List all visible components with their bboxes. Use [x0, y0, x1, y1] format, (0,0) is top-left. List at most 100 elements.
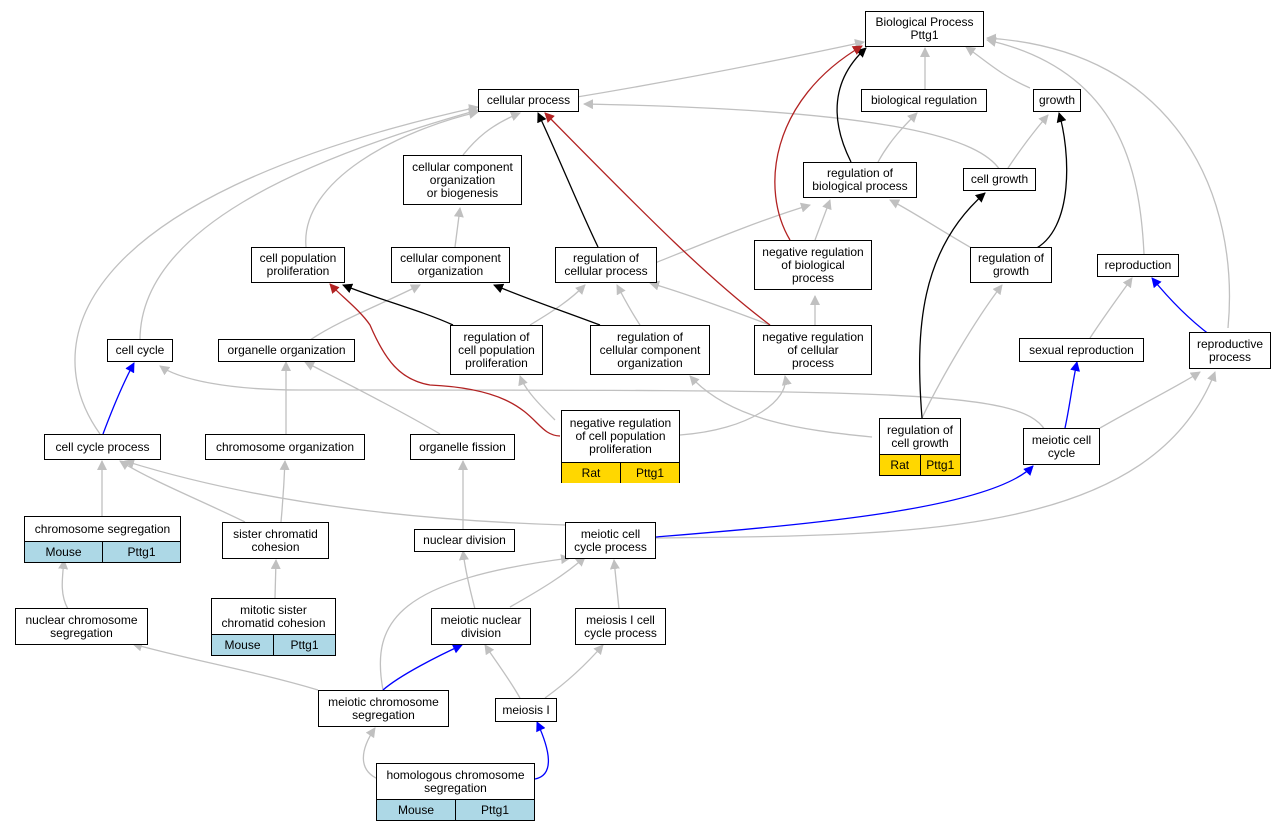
edge — [655, 465, 1034, 538]
node-meiotic-cell-cycle[interactable]: meiotic cell cycle — [1023, 428, 1100, 465]
node-label: reproduction — [1104, 258, 1172, 272]
node-label: nuclear chromosome segregation — [25, 612, 138, 640]
annotation-gene: Pttg1 — [455, 800, 534, 820]
node-organelle-organization[interactable]: organelle organization — [218, 339, 355, 362]
node-label: cell population proliferation — [259, 251, 337, 278]
node-cell-population-proliferation[interactable]: cell population proliferation — [251, 247, 345, 283]
node-regulation-of-cellular-process[interactable]: regulation of cellular process — [555, 247, 657, 283]
edge — [329, 283, 561, 437]
node-regulation-of-biological-process[interactable]: regulation of biological process — [803, 162, 917, 198]
node-meiosis-i-cell-cycle-process[interactable]: meiosis I cell cycle process — [575, 608, 666, 645]
edge — [1064, 361, 1080, 429]
node-nuclear-chromosome-segregation[interactable]: nuclear chromosome segregation — [15, 608, 148, 645]
node-label: sexual reproduction — [1029, 342, 1134, 357]
edge — [462, 111, 521, 156]
node-neg-reg-biological-process[interactable]: negative regulation of biological proces… — [754, 240, 872, 290]
node-label: regulation of cellular process — [564, 251, 648, 278]
edge — [570, 38, 865, 99]
edge — [1089, 277, 1133, 339]
node-cell-cycle[interactable]: cell cycle — [107, 339, 173, 362]
edge — [649, 280, 771, 326]
node-cellular-process[interactable]: cellular process — [478, 89, 579, 112]
node-reproductive-process[interactable]: reproductive process — [1189, 332, 1271, 369]
edge — [921, 284, 1003, 419]
node-cell-cycle-process[interactable]: cell cycle process — [44, 434, 161, 460]
edge — [814, 199, 832, 241]
node-sister-chromatid-cohesion[interactable]: sister chromatid cohesion — [222, 522, 329, 559]
node-organelle-fission[interactable]: organelle fission — [410, 434, 515, 460]
annotation-gene: Pttg1 — [919, 455, 961, 475]
edge — [379, 554, 571, 691]
node-label: reproductive process — [1196, 336, 1264, 364]
node-ccob[interactable]: cellular component organization or bioge… — [403, 155, 522, 205]
node-label: meiotic cell cycle process — [574, 526, 647, 554]
node-meiotic-cell-cycle-process[interactable]: meiotic cell cycle process — [565, 522, 656, 559]
node-meiotic-chromosome-segregation[interactable]: meiotic chromosome segregation — [318, 690, 449, 727]
node-label: meiotic nuclear division — [440, 612, 522, 640]
edge — [518, 375, 556, 421]
edge — [609, 559, 620, 610]
edge — [305, 109, 479, 248]
edge — [616, 284, 641, 326]
edge — [102, 362, 135, 435]
node-regulation-of-growth[interactable]: regulation of growth — [970, 247, 1052, 283]
annotation-species: Rat — [581, 465, 601, 480]
edge — [654, 202, 811, 264]
edge — [544, 644, 604, 699]
node-meiosis-i[interactable]: meiosis I — [495, 698, 557, 722]
node-label: organelle organization — [227, 343, 346, 357]
edge — [493, 283, 601, 326]
node-label: meiosis I — [502, 702, 550, 717]
edge — [309, 284, 421, 341]
node-reproduction[interactable]: reproduction — [1097, 254, 1179, 277]
edge — [124, 458, 566, 526]
edge — [836, 47, 867, 163]
node-label: biological regulation — [870, 93, 978, 107]
edge — [58, 559, 69, 610]
node-chromosome-organization[interactable]: chromosome organization — [205, 434, 365, 460]
node-label: regulation of growth — [977, 251, 1045, 278]
node-label: regulation of cellular component organiz… — [599, 329, 701, 370]
edge — [889, 199, 976, 251]
edge — [986, 33, 1231, 329]
annotation-species: Mouse — [45, 544, 82, 559]
edge — [529, 284, 586, 326]
edge — [270, 559, 281, 599]
node-cellular-component-organization[interactable]: cellular component organization — [391, 247, 510, 283]
node-label: cellular process — [486, 93, 571, 107]
node-sexual-reproduction[interactable]: sexual reproduction — [1019, 338, 1144, 362]
node-label: meiotic chromosome segregation — [328, 694, 439, 722]
node-label: meiotic cell cycle — [1031, 432, 1092, 460]
node-biological-process[interactable]: Biological Process Pttg1 — [865, 11, 984, 47]
annotation-gene: Pttg1 — [273, 635, 335, 655]
node-nuclear-division[interactable]: nuclear division — [414, 529, 515, 552]
annotation-row: Rat Pttg1 — [562, 462, 679, 483]
edge — [986, 37, 1145, 255]
annotation-gene: Pttg1 — [102, 542, 180, 562]
node-neg-reg-cellular-process[interactable]: negative regulation of cellular process — [754, 325, 872, 375]
edge — [534, 721, 549, 780]
node-meiotic-nuclear-division[interactable]: meiotic nuclear division — [431, 608, 531, 645]
node-cell-growth[interactable]: cell growth — [963, 168, 1036, 191]
node-growth[interactable]: growth — [1033, 89, 1081, 112]
edge — [583, 99, 1001, 171]
edge — [774, 45, 863, 241]
annotation-gene: Pttg1 — [620, 463, 679, 483]
annotation-species: Mouse — [224, 637, 261, 652]
node-label: regulation of biological process — [812, 166, 908, 193]
node-label: cell growth — [970, 172, 1029, 186]
edge — [458, 550, 476, 610]
edge — [537, 112, 599, 248]
edge — [484, 644, 521, 699]
node-label: cellular component organization — [400, 251, 501, 278]
edge — [655, 371, 1217, 539]
node-reg-cell-population-proliferation[interactable]: regulation of cell population proliferat… — [450, 325, 543, 375]
node-neg-reg-cell-pop-prolif[interactable]: negative regulation of cell population p… — [561, 410, 680, 483]
node-reg-cellular-component-organization[interactable]: regulation of cellular component organiz… — [590, 325, 710, 375]
node-biological-regulation[interactable]: biological regulation — [861, 89, 987, 112]
